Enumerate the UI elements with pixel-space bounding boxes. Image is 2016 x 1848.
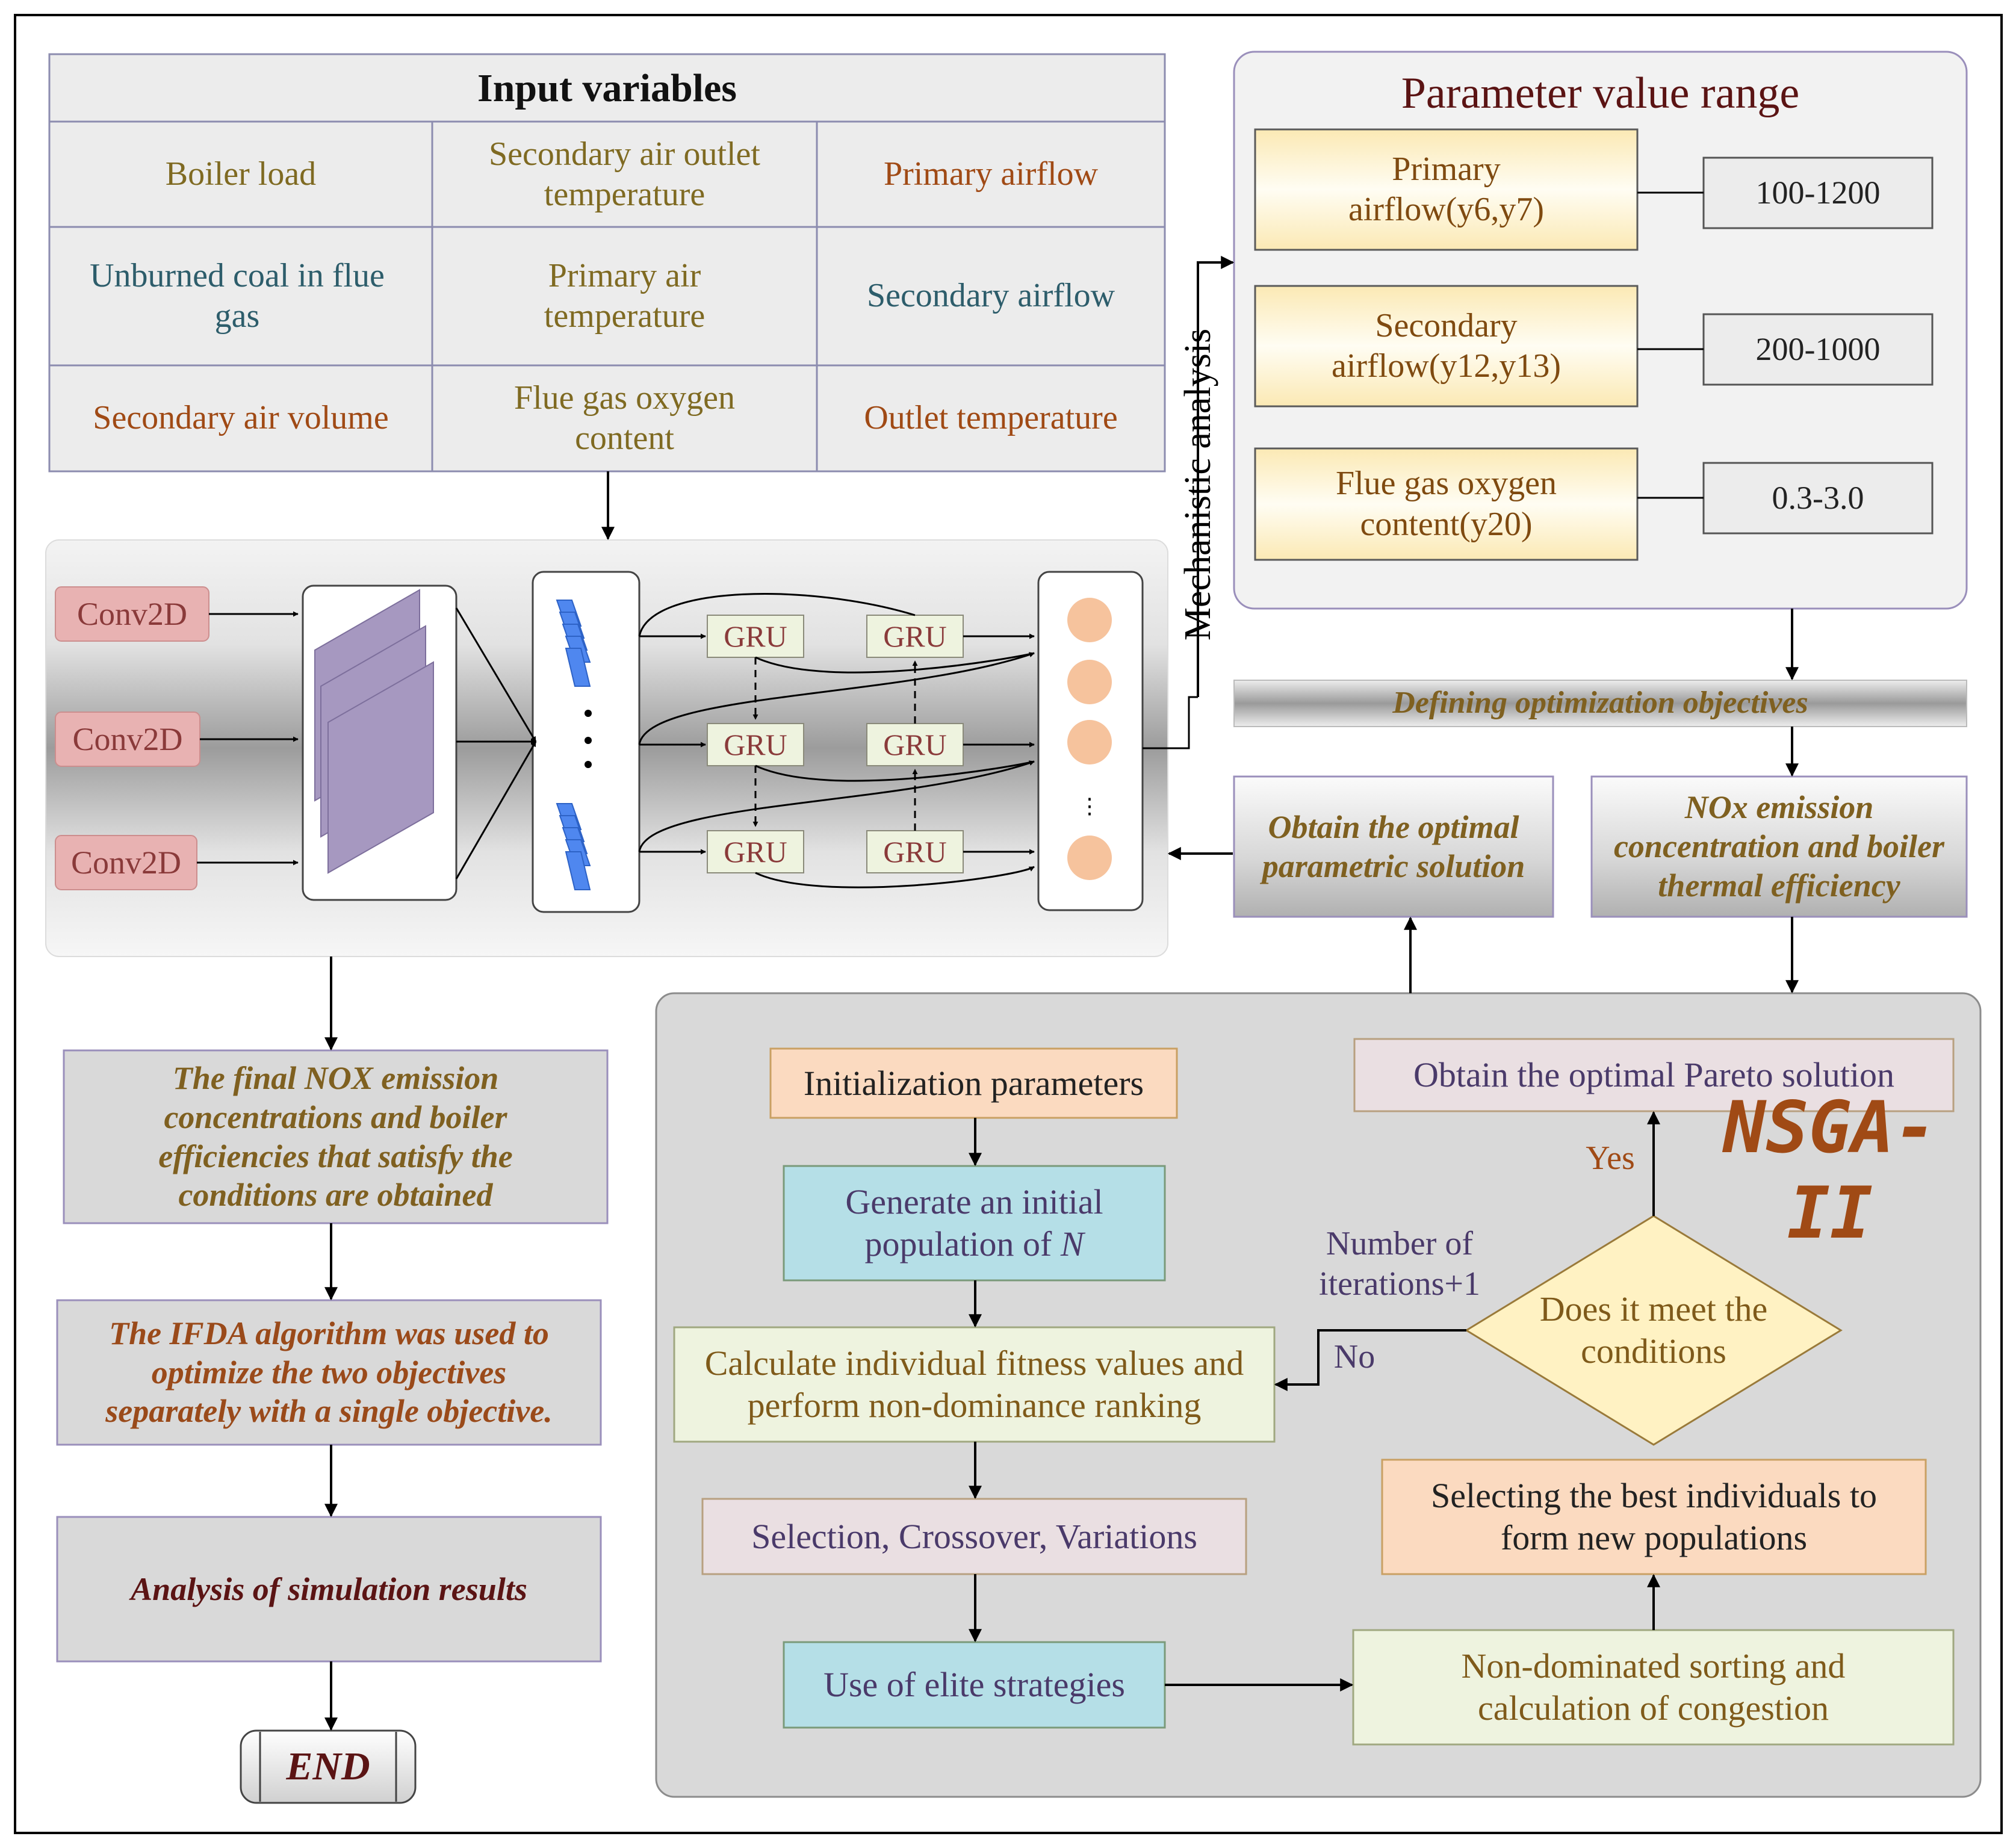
analysis-box bbox=[56, 1516, 602, 1663]
gru-cell-2: GRU bbox=[883, 619, 947, 653]
obtain-optimal-box bbox=[1233, 775, 1554, 918]
defining-objectives-label: Defining optimization objectives bbox=[1392, 686, 1808, 721]
analysis-label: Analysis of simulation results bbox=[131, 1570, 527, 1607]
range-name-flue-gas-oxygen: Flue gas oxygen content(y20) bbox=[1335, 465, 1557, 543]
calculate-fitness-label: Calculate individual fitness values and … bbox=[704, 1344, 1244, 1425]
input-variables-table bbox=[48, 53, 1166, 473]
iterations-label: Number of iterations+1 bbox=[1319, 1224, 1480, 1303]
range-value-flue-gas-oxygen: 0.3-3.0 bbox=[1772, 480, 1864, 516]
population-size-symbol: N bbox=[1060, 1224, 1084, 1264]
range-value-primary-airflow: 100-1200 bbox=[1755, 175, 1881, 211]
ifda-label: The IFDA algorithm was used to optimize … bbox=[105, 1315, 553, 1430]
input-cell-boiler-load: Boiler load bbox=[165, 155, 317, 193]
outer-frame bbox=[14, 14, 2003, 1834]
gru-cell-3: GRU bbox=[724, 728, 787, 761]
conv2d-label-2: Conv2D bbox=[72, 721, 183, 757]
input-cell-unburned-coal: Unburned coal in flue gas bbox=[90, 256, 385, 335]
input-cell-outlet-temperature: Outlet temperature bbox=[864, 399, 1118, 437]
parameter-range-title: Parameter value range bbox=[1401, 68, 1800, 118]
gru-cell-1: GRU bbox=[724, 619, 787, 653]
final-nox-box bbox=[63, 1049, 609, 1224]
optimal-pareto-label: Obtain the optimal Pareto solution bbox=[1413, 1055, 1894, 1095]
generate-population-label: Generate an initial population of N bbox=[785, 1167, 1164, 1279]
defining-objectives-bar bbox=[1233, 680, 1967, 727]
end-terminal-label: END bbox=[286, 1744, 370, 1789]
input-cell-primary-airflow: Primary airflow bbox=[883, 155, 1099, 193]
nsga-title: NSGA-II bbox=[1686, 1086, 1974, 1254]
gru-cell-4: GRU bbox=[883, 728, 947, 761]
selecting-best-label: Selecting the best individuals to form n… bbox=[1430, 1476, 1877, 1557]
input-cell-secondary-airflow: Secondary airflow bbox=[866, 277, 1115, 315]
ifda-box bbox=[56, 1299, 602, 1446]
conv2d-label-1: Conv2D bbox=[76, 595, 187, 632]
range-name-primary-airflow: Primary airflow(y6,y7) bbox=[1348, 150, 1544, 228]
nox-objective-box bbox=[1590, 775, 1968, 918]
nsga-panel bbox=[655, 992, 1982, 1798]
nox-objective-label: NOx emission concentration and boiler th… bbox=[1613, 789, 1945, 904]
selection-crossover-label: Selection, Crossover, Variations bbox=[751, 1516, 1197, 1556]
final-nox-label: The final NOX emission concentrations an… bbox=[158, 1059, 513, 1214]
input-cell-flue-gas-oxygen-content: Flue gas oxygen content bbox=[513, 379, 736, 457]
conv2d-label-3: Conv2D bbox=[70, 844, 181, 881]
gru-cell-5: GRU bbox=[724, 835, 787, 869]
input-cell-secondary-air-outlet-temperature: Secondary air outlet temperature bbox=[489, 135, 760, 213]
range-name-secondary-airflow: Secondary airflow(y12,y13) bbox=[1331, 306, 1561, 385]
input-cell-primary-air-temperature: Primary air temperature bbox=[544, 256, 706, 335]
input-variables-title: Input variables bbox=[477, 66, 737, 111]
nondominated-sorting-label: Non-dominated sorting and calculation of… bbox=[1461, 1646, 1846, 1728]
obtain-optimal-label: Obtain the optimal parametric solution bbox=[1262, 808, 1525, 884]
input-cell-secondary-air-volume: Secondary air volume bbox=[93, 399, 389, 437]
output-ellipsis: ⋮ bbox=[1079, 794, 1100, 819]
init-parameters-label: Initialization parameters bbox=[803, 1063, 1144, 1103]
parameter-range-panel bbox=[1233, 51, 1968, 610]
condition-decision-label: Does it meet the conditions bbox=[1539, 1289, 1768, 1371]
elite-strategies-label: Use of elite strategies bbox=[823, 1665, 1125, 1705]
gru-cell-6: GRU bbox=[883, 835, 947, 869]
generate-population-text: Generate an initial population of bbox=[845, 1182, 1103, 1264]
range-value-secondary-airflow: 200-1000 bbox=[1755, 331, 1881, 368]
no-label: No bbox=[1333, 1338, 1376, 1376]
network-panel bbox=[45, 539, 1198, 957]
yes-label: Yes bbox=[1586, 1139, 1635, 1177]
mechanistic-analysis-label: Mechanistic analysis bbox=[1177, 328, 1218, 641]
